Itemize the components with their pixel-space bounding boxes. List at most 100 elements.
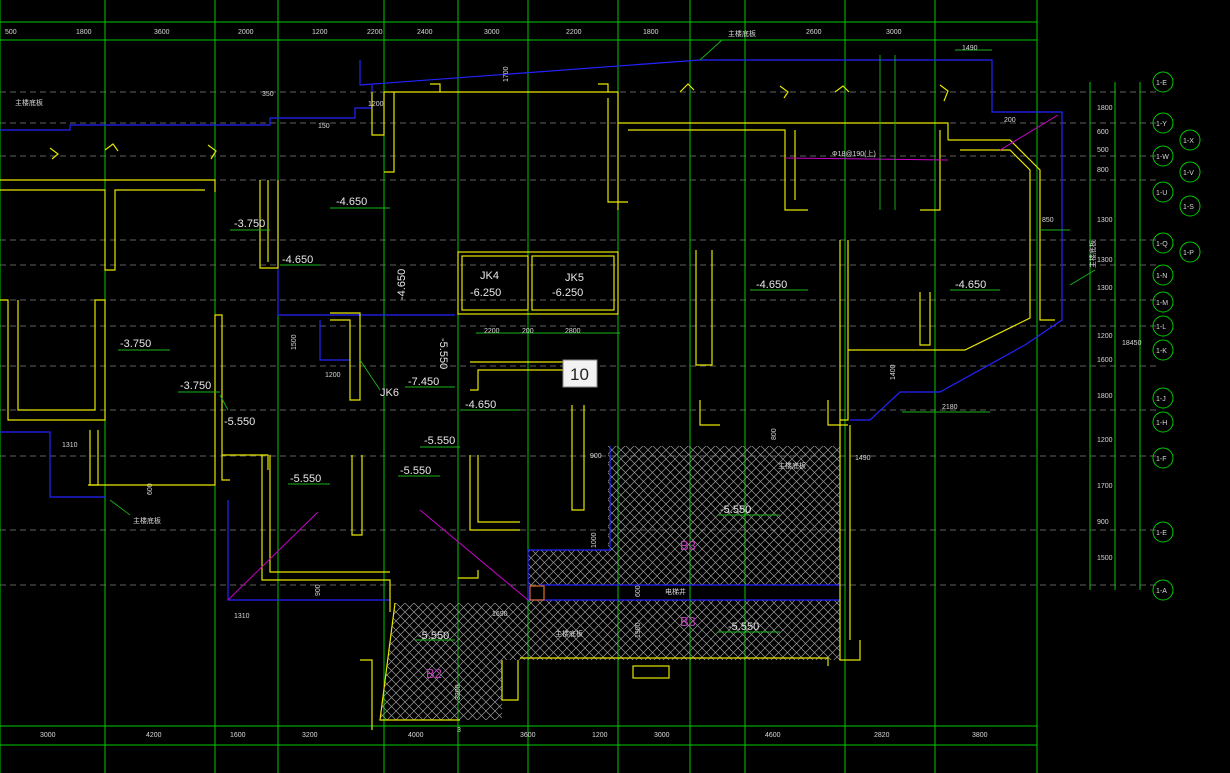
dim-annotation: 3200 bbox=[455, 684, 462, 700]
right-dim: 1800 bbox=[1097, 393, 1113, 400]
axis-label: 1-F bbox=[1156, 456, 1167, 463]
pit-label-jk5: JK5 bbox=[565, 272, 584, 284]
annotations: 主楼底板 主楼底板 主楼底板 主楼底板 主楼底板 主楼底板 电梯井 Φ18@19… bbox=[15, 29, 1097, 734]
annotation: 主楼底板 bbox=[133, 516, 161, 525]
pit-label-jk4: JK4 bbox=[480, 270, 499, 282]
bottom-dim: 3000 bbox=[654, 732, 670, 739]
elevation-labels: -4.650 -3.750 -4.650 -6.250 -6.250 -4.65… bbox=[120, 196, 986, 642]
elevation-label: -5.550 bbox=[728, 621, 759, 633]
elevation-label: -3.750 bbox=[234, 218, 265, 230]
right-dim: 500 bbox=[1097, 147, 1109, 154]
axis-label: 1-M bbox=[1156, 300, 1168, 307]
top-dim: 2400 bbox=[417, 29, 433, 36]
dim-annotation: 1400 bbox=[890, 364, 897, 380]
top-dimension-labels: 500 1800 3600 2000 1200 2200 2400 3000 2… bbox=[5, 29, 902, 36]
axis-label: 1-A bbox=[1156, 588, 1167, 595]
pit-label-jk6: JK6 bbox=[380, 387, 399, 399]
axis-label: 1-U bbox=[1156, 190, 1167, 197]
dim-annotation: 1310 bbox=[234, 613, 250, 620]
bottom-dim: 3600 bbox=[520, 732, 536, 739]
dim-annotation: 1200 bbox=[368, 101, 384, 108]
axis-label: 1-V bbox=[1183, 170, 1194, 177]
bottom-dim: 4000 bbox=[408, 732, 424, 739]
dim-annotation: 2180 bbox=[942, 404, 958, 411]
axis-label: 1-X bbox=[1183, 138, 1194, 145]
top-dim: 500 bbox=[5, 29, 17, 36]
annotation: 主楼底板 bbox=[778, 461, 806, 470]
dim-annotation: 1690 bbox=[492, 611, 508, 618]
elevation-label: -4.650 bbox=[396, 269, 408, 300]
top-dim: 2600 bbox=[806, 29, 822, 36]
axis-label: 1-H bbox=[1156, 420, 1167, 427]
axis-label: 1-E bbox=[1156, 530, 1167, 537]
axis-label: 1-N bbox=[1156, 273, 1167, 280]
elevation-label: -5.550 bbox=[418, 630, 449, 642]
orange-marker bbox=[529, 585, 545, 601]
elevation-label: -3.750 bbox=[180, 380, 211, 392]
pit-labels: JK4 JK5 JK6 B3 B3 B2 bbox=[380, 270, 696, 681]
dim-annotation: 1310 bbox=[62, 442, 78, 449]
elevation-label: -4.650 bbox=[756, 279, 787, 291]
magenta-lines bbox=[227, 114, 1059, 601]
right-dimension-labels: 1800 600 500 800 1300 1300 1300 1200 160… bbox=[1097, 105, 1142, 562]
dim-annotation: 800 bbox=[771, 428, 778, 440]
annotation: 主楼底板 bbox=[555, 629, 583, 638]
foundation-boundary bbox=[0, 59, 1063, 601]
dim-annotation: 1900 bbox=[635, 622, 642, 638]
right-dim: 600 bbox=[1097, 129, 1109, 136]
dim-annotation: 900 bbox=[590, 453, 602, 460]
dim-annotation: 1490 bbox=[855, 455, 871, 462]
axis-label: 1-Q bbox=[1156, 241, 1168, 248]
top-dim: 1200 bbox=[312, 29, 328, 36]
axis-grid bbox=[0, 0, 1141, 773]
tooltip-text: 10 bbox=[570, 365, 589, 384]
dim-annotation: 350 bbox=[262, 91, 274, 98]
bottom-dim: 3200 bbox=[302, 732, 318, 739]
top-dim: 3000 bbox=[484, 29, 500, 36]
bottom-dimension-labels: 3000 4200 1600 3200 4000 3600 1200 3000 … bbox=[40, 732, 988, 739]
elevation-label: -5.550 bbox=[290, 473, 321, 485]
selection-tooltip: 10 bbox=[562, 359, 598, 388]
elevation-label: -4.650 bbox=[336, 196, 367, 208]
axis-label: 1-W bbox=[1156, 154, 1169, 161]
elevation-label: -6.250 bbox=[470, 287, 501, 299]
right-dim: 1300 bbox=[1097, 285, 1113, 292]
elevation-label: -6.250 bbox=[552, 287, 583, 299]
elevation-label: -5.550 bbox=[424, 435, 455, 447]
hatched-slabs bbox=[380, 446, 840, 720]
annotation: Φ18@190(上) bbox=[832, 149, 876, 158]
bottom-dim: 4600 bbox=[765, 732, 781, 739]
right-dim: 1500 bbox=[1097, 555, 1113, 562]
right-dim: 1800 bbox=[1097, 105, 1113, 112]
bottom-dim: 1200 bbox=[592, 732, 608, 739]
walls bbox=[0, 91, 1055, 730]
elevation-label: -4.650 bbox=[465, 399, 496, 411]
elevation-label: -7.450 bbox=[408, 376, 439, 388]
top-dim: 2000 bbox=[238, 29, 254, 36]
annotation: 电梯井 bbox=[665, 587, 686, 596]
bottom-dim: 3800 bbox=[972, 732, 988, 739]
elevation-label: -4.650 bbox=[955, 279, 986, 291]
dim-annotation: 150 bbox=[318, 123, 330, 130]
elevation-label: -5.550 bbox=[720, 504, 751, 516]
top-dim: 1800 bbox=[76, 29, 92, 36]
dim-annotation: 850 bbox=[1042, 217, 1054, 224]
right-dim: 900 bbox=[1097, 519, 1109, 526]
axis-label: 1-E bbox=[1156, 80, 1167, 87]
top-dim: 1800 bbox=[643, 29, 659, 36]
right-axis-labels: 1-E 1-Y 1-X 1-W 1-V 1-U 1-S 1-Q 1-P 1-N … bbox=[1156, 80, 1194, 595]
right-dim: 1700 bbox=[1097, 483, 1113, 490]
dim-annotation: 900 bbox=[315, 584, 322, 596]
top-dim: 3600 bbox=[154, 29, 170, 36]
top-dim: 2200 bbox=[566, 29, 582, 36]
dim-annotation: 1700 bbox=[503, 66, 510, 82]
dim-annotation: 600 bbox=[635, 585, 642, 597]
slab-label-b3: B3 bbox=[680, 614, 696, 629]
column-fragments bbox=[49, 83, 949, 160]
elevation-label: -5.550 bbox=[400, 465, 431, 477]
slab-label-b3: B3 bbox=[680, 538, 696, 553]
dim-annotation: 1500 bbox=[291, 334, 298, 350]
right-dim: 800 bbox=[1097, 167, 1109, 174]
right-dim: 1300 bbox=[1097, 217, 1113, 224]
